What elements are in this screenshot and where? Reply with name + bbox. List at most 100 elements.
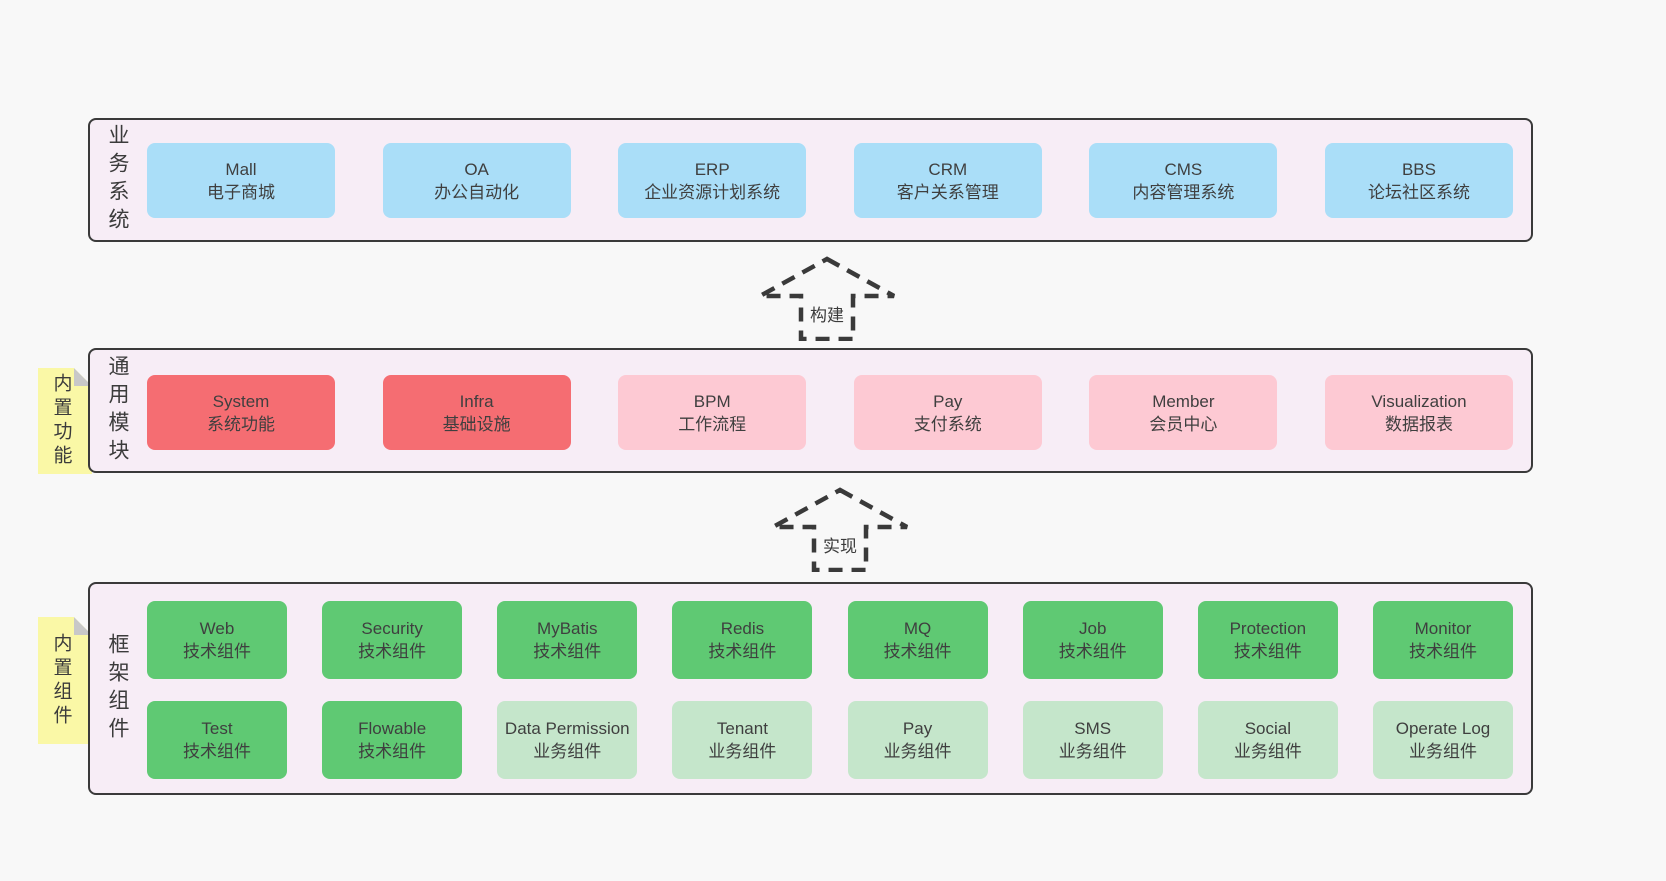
box-title: Pay: [933, 391, 963, 411]
box-monitor: Monitor 技术组件: [1372, 601, 1513, 679]
box-subtitle: 企业资源计划系统: [644, 182, 781, 202]
box-subtitle: 基础设施: [442, 414, 511, 434]
box-title: Security: [361, 619, 423, 638]
box-visualization: Visualization 数据报表: [1324, 375, 1513, 450]
sticky-note-label: 内置组件: [50, 632, 72, 729]
box-title: Mall: [225, 159, 257, 179]
box-data-permission: Data Permission 业务组件: [497, 701, 638, 779]
box-subtitle: 办公自动化: [434, 182, 520, 202]
arrow-build-label: 构建: [807, 301, 847, 326]
box-title: CMS: [1164, 159, 1203, 179]
layer-framework-components: 框架组件 Web 技术组件 Security 技术组件 MyBatis 技术组件…: [88, 582, 1533, 795]
box-subtitle: 论坛社区系统: [1367, 182, 1470, 202]
box-subtitle: 技术组件: [183, 642, 251, 661]
box-title: ERP: [694, 159, 730, 179]
business-systems-row: Mall 电子商城 OA 办公自动化 ERP 企业资源计划系统 CRM 客户关系…: [147, 143, 1513, 218]
box-subtitle: 技术组件: [183, 742, 251, 761]
box-title: Web: [199, 619, 235, 638]
box-title: Social: [1244, 719, 1291, 738]
box-subtitle: 技术组件: [358, 742, 427, 761]
box-subtitle: 数据报表: [1384, 414, 1453, 434]
box-subtitle: 业务组件: [883, 742, 952, 761]
layer-business-systems: 业务系统 Mall 电子商城 OA 办公自动化 ERP 企业资源计划系统 CRM…: [88, 118, 1533, 242]
box-title: Redis: [720, 619, 765, 638]
box-title: BBS: [1401, 159, 1436, 179]
arrow-build: 构建: [757, 256, 897, 341]
box-subtitle: 工作流程: [678, 414, 747, 434]
up-arrow-icon: [758, 256, 896, 341]
box-test: Test 技术组件: [147, 701, 287, 779]
framework-components-row-2: Test 技术组件 Flowable 技术组件 Data Permission …: [147, 701, 1513, 779]
box-subtitle: 业务组件: [1058, 742, 1127, 761]
box-sms: SMS 业务组件: [1022, 701, 1163, 779]
box-protection: Protection 技术组件: [1197, 601, 1338, 679]
arrow-implement: 实现: [770, 487, 910, 572]
sticky-note-built-in-features: 内置功能: [38, 368, 92, 474]
layer-common-modules: 通用模块 System 系统功能 Infra 基础设施 BPM 工作流程 Pay…: [88, 348, 1533, 473]
box-pay: Pay 支付系统: [853, 375, 1042, 450]
box-mybatis: MyBatis 技术组件: [497, 601, 638, 679]
box-system: System 系统功能: [147, 375, 335, 450]
box-tenant: Tenant 业务组件: [672, 701, 813, 779]
up-arrow-icon: [771, 487, 909, 572]
box-subtitle: 业务组件: [1233, 742, 1302, 761]
box-title: OA: [464, 159, 489, 179]
box-title: Tenant: [716, 719, 768, 738]
box-crm: CRM 客户关系管理: [853, 143, 1042, 218]
box-bpm: BPM 工作流程: [618, 375, 807, 450]
box-social: Social 业务组件: [1197, 701, 1338, 779]
box-title: Protection: [1229, 619, 1307, 638]
box-subtitle: 内容管理系统: [1132, 182, 1235, 202]
box-subtitle: 支付系统: [913, 414, 982, 434]
box-title: MyBatis: [537, 619, 598, 638]
box-title: Infra: [459, 391, 494, 411]
box-title: Job: [1078, 619, 1107, 638]
layer-label-business-systems: 业务系统: [106, 124, 129, 236]
box-title: Test: [201, 719, 233, 738]
box-subtitle: 技术组件: [533, 642, 602, 661]
box-title: CRM: [928, 159, 968, 179]
layer-label-framework-components: 框架组件: [106, 632, 129, 745]
box-redis: Redis 技术组件: [672, 601, 813, 679]
box-flowable: Flowable 技术组件: [322, 701, 463, 779]
box-subtitle: 业务组件: [533, 742, 602, 761]
box-web: Web 技术组件: [147, 601, 287, 679]
box-infra: Infra 基础设施: [382, 375, 571, 450]
box-title: Data Permission: [504, 719, 630, 738]
box-subtitle: 技术组件: [883, 642, 952, 661]
framework-components-row-1: Web 技术组件 Security 技术组件 MyBatis 技术组件 Redi…: [147, 601, 1513, 679]
arrow-implement-label: 实现: [820, 532, 860, 557]
box-pay-component: Pay 业务组件: [847, 701, 988, 779]
box-mq: MQ 技术组件: [847, 601, 988, 679]
layer-label-common-modules: 通用模块: [106, 354, 129, 467]
box-operate-log: Operate Log 业务组件: [1372, 701, 1513, 779]
box-erp: ERP 企业资源计划系统: [618, 143, 807, 218]
common-modules-row: System 系统功能 Infra 基础设施 BPM 工作流程 Pay 支付系统…: [147, 375, 1513, 450]
box-subtitle: 技术组件: [1233, 642, 1302, 661]
box-subtitle: 业务组件: [708, 742, 777, 761]
box-subtitle: 会员中心: [1149, 414, 1218, 434]
sticky-note-label: 内置功能: [50, 373, 72, 469]
box-mall: Mall 电子商城: [147, 143, 335, 218]
box-job: Job 技术组件: [1022, 601, 1163, 679]
box-subtitle: 技术组件: [1058, 642, 1127, 661]
box-subtitle: 系统功能: [207, 414, 275, 434]
box-subtitle: 技术组件: [1408, 642, 1477, 661]
box-subtitle: 技术组件: [358, 642, 427, 661]
box-security: Security 技术组件: [322, 601, 463, 679]
box-cms: CMS 内容管理系统: [1089, 143, 1278, 218]
box-title: Pay: [902, 719, 933, 738]
box-subtitle: 电子商城: [207, 182, 275, 202]
box-title: SMS: [1074, 719, 1112, 738]
box-title: MQ: [903, 619, 932, 638]
box-subtitle: 技术组件: [708, 642, 777, 661]
box-title: Operate Log: [1395, 719, 1491, 738]
box-title: Flowable: [358, 719, 427, 738]
box-title: Member: [1152, 391, 1215, 411]
box-oa: OA 办公自动化: [382, 143, 571, 218]
box-title: Visualization: [1371, 391, 1467, 411]
box-member: Member 会员中心: [1089, 375, 1278, 450]
sticky-note-built-in-components: 内置组件: [38, 617, 92, 744]
box-subtitle: 客户关系管理: [896, 182, 999, 202]
box-bbs: BBS 论坛社区系统: [1324, 143, 1513, 218]
